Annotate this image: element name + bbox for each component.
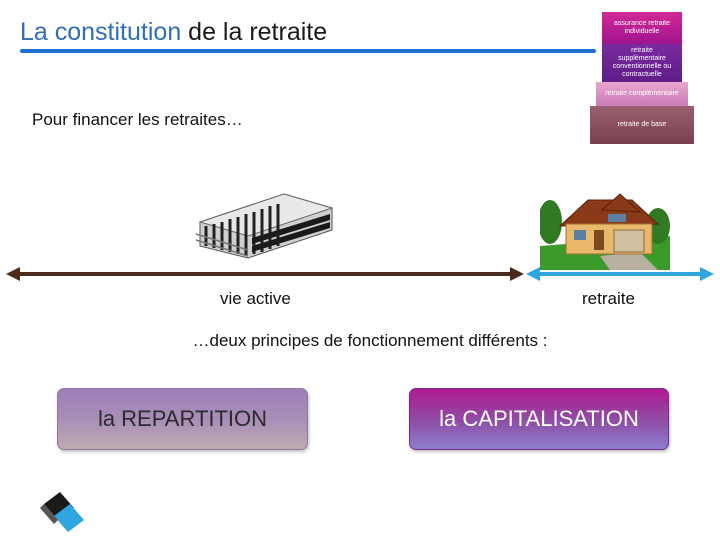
repartition-label: la REPARTITION	[97, 406, 268, 431]
retirement-arrow	[526, 267, 714, 281]
capitalisation-label: la CAPITALISATION	[439, 406, 639, 431]
repartition-button[interactable]: la REPARTITION	[57, 388, 308, 450]
subtitle: Pour financer les retraites…	[32, 110, 243, 129]
active-life-label: vie active	[220, 289, 291, 308]
title-accent: La constitution	[20, 18, 182, 46]
navigation-arrows-icon[interactable]	[40, 490, 86, 532]
pyramid-level-complementary: retraite complémentaire	[596, 82, 688, 106]
pyramid-level-label: assurance retraite individuelle	[613, 20, 671, 35]
title-rest: de la retraite	[181, 18, 328, 46]
house-icon	[540, 186, 670, 270]
timeline	[6, 267, 714, 281]
active-life-arrow	[6, 267, 524, 281]
principles-text: …deux principes de fonctionnement différ…	[192, 331, 548, 350]
page-title: La constitution de la retraite	[20, 16, 327, 48]
title-underline	[20, 49, 596, 53]
capitalisation-button[interactable]: la CAPITALISATION	[409, 388, 669, 450]
pyramid-level-base: retraite de base	[590, 106, 694, 144]
pyramid-level-label: retraite supplémentaire conventionnelle …	[612, 47, 672, 78]
office-building-icon	[195, 193, 334, 259]
pyramid-level-label: retraite complémentaire	[605, 90, 679, 97]
pyramid-level-label: retraite de base	[617, 121, 667, 128]
pyramid-level-supplementary: retraite supplémentaire conventionnelle …	[602, 44, 682, 82]
retirement-label: retraite	[582, 289, 635, 308]
pyramid-level-individual: assurance retraite individuelle	[602, 12, 682, 44]
